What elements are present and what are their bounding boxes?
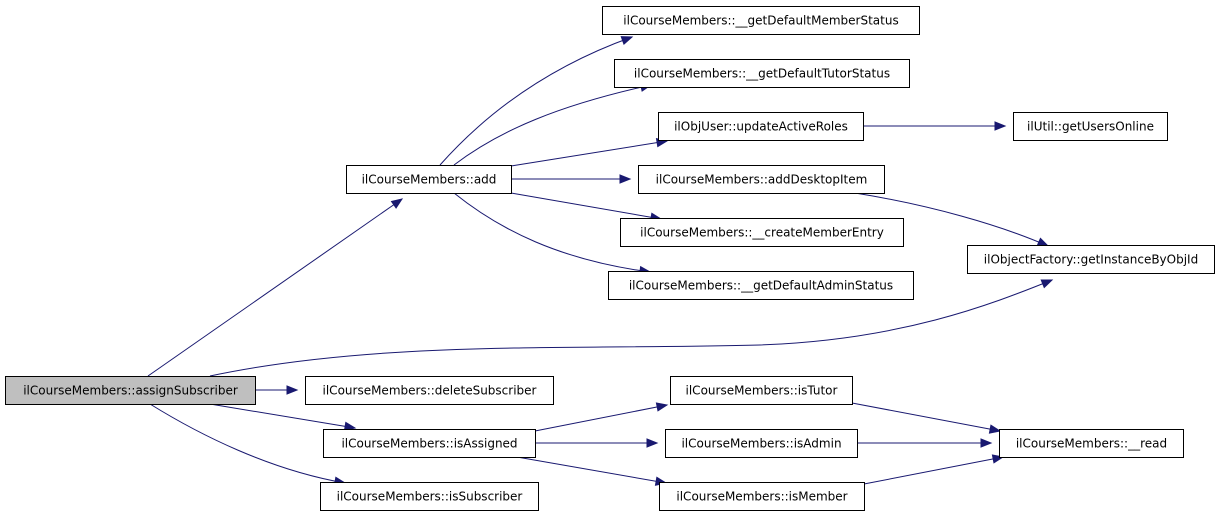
node-label: ilCourseMembers::__createMemberEntry bbox=[640, 226, 884, 240]
node-updateActiveRoles[interactable]: ilObjUser::updateActiveRoles bbox=[658, 112, 864, 141]
edge-isTutor-to-read bbox=[851, 402, 1002, 434]
node-label: ilCourseMembers::__getDefaultMemberStatu… bbox=[623, 14, 898, 28]
node-box bbox=[305, 376, 554, 405]
node-isMember[interactable]: ilCourseMembers::isMember bbox=[659, 482, 865, 511]
node-box bbox=[323, 429, 536, 458]
node-label: ilCourseMembers::assignSubscriber bbox=[23, 384, 238, 398]
edge-line bbox=[147, 198, 403, 377]
node-label: ilCourseMembers::isTutor bbox=[686, 384, 838, 398]
arrowhead-icon bbox=[980, 438, 993, 448]
node-box bbox=[620, 218, 904, 247]
node-deleteSubscriber[interactable]: ilCourseMembers::deleteSubscriber bbox=[305, 376, 554, 405]
edge-assignSubscriber-to-isSubscriber bbox=[149, 403, 347, 486]
edge-line bbox=[534, 404, 668, 432]
node-label: ilCourseMembers::isMember bbox=[676, 490, 847, 504]
edge-isAssigned-to-isAdmin bbox=[535, 438, 659, 448]
edge-line bbox=[149, 403, 346, 484]
edge-assignSubscriber-to-isAssigned bbox=[209, 403, 357, 431]
node-getUsersOnline[interactable]: ilUtil::getUsersOnline bbox=[1013, 112, 1168, 141]
node-isSubscriber[interactable]: ilCourseMembers::isSubscriber bbox=[320, 482, 539, 511]
edge-add-to-createMemberEntry bbox=[510, 192, 663, 222]
node-getDefaultAdminStatus[interactable]: ilCourseMembers::__getDefaultAdminStatus bbox=[608, 271, 914, 300]
edge-line bbox=[854, 192, 1049, 247]
edge-line bbox=[851, 402, 1001, 432]
edge-line bbox=[516, 456, 667, 484]
node-isAdmin[interactable]: ilCourseMembers::isAdmin bbox=[665, 429, 858, 458]
edge-line bbox=[209, 279, 1053, 377]
node-box bbox=[999, 429, 1184, 458]
node-label: ilCourseMembers::isSubscriber bbox=[337, 490, 523, 504]
edge-isAssigned-to-isTutor bbox=[534, 402, 669, 432]
node-label: ilCourseMembers::__getDefaultTutorStatus bbox=[634, 67, 890, 81]
call-edges bbox=[147, 36, 1054, 486]
node-label: ilCourseMembers::isAdmin bbox=[681, 437, 841, 451]
edge-line bbox=[510, 192, 662, 220]
node-getDefaultTutorStatus[interactable]: ilCourseMembers::__getDefaultTutorStatus bbox=[614, 59, 910, 88]
node-label: ilCourseMembers::addDesktopItem bbox=[656, 173, 868, 187]
arrowhead-icon bbox=[994, 121, 1007, 131]
edge-assignSubscriber-to-add bbox=[147, 198, 404, 377]
node-box bbox=[608, 271, 914, 300]
node-getInstanceByObjId[interactable]: ilObjectFactory::getInstanceByObjId bbox=[967, 245, 1215, 274]
node-assignSubscriber[interactable]: ilCourseMembers::assignSubscriber bbox=[5, 376, 256, 405]
edge-line bbox=[863, 456, 1004, 485]
node-box bbox=[346, 165, 512, 194]
node-box bbox=[320, 482, 539, 511]
edge-assignSubscriber-to-getInstanceByObjId bbox=[209, 279, 1054, 377]
edge-assignSubscriber-to-deleteSubscriber bbox=[255, 385, 299, 395]
edge-line bbox=[453, 192, 651, 273]
edge-isAssigned-to-isMember bbox=[516, 456, 668, 486]
arrowhead-icon bbox=[619, 174, 632, 184]
edge-updateActiveRoles-to-getUsersOnline bbox=[863, 121, 1007, 131]
node-getDefaultMemberStatus[interactable]: ilCourseMembers::__getDefaultMemberStatu… bbox=[602, 6, 920, 35]
edge-line bbox=[209, 403, 356, 429]
node-box bbox=[638, 165, 885, 194]
node-box bbox=[1013, 112, 1168, 141]
arrowhead-icon bbox=[1040, 279, 1054, 289]
node-box bbox=[658, 112, 864, 141]
edge-line bbox=[439, 36, 633, 166]
edge-add-to-updateActiveRoles bbox=[510, 137, 669, 167]
node-box bbox=[602, 6, 920, 35]
node-label: ilUtil::getUsersOnline bbox=[1027, 120, 1154, 134]
edge-isMember-to-read bbox=[863, 454, 1005, 485]
edge-add-to-getDefaultMemberStatus bbox=[439, 36, 634, 166]
node-box bbox=[670, 376, 853, 405]
node-label: ilCourseMembers::add bbox=[362, 173, 497, 187]
edge-add-to-addDesktopItem bbox=[511, 174, 632, 184]
node-box bbox=[614, 59, 910, 88]
node-isAssigned[interactable]: ilCourseMembers::isAssigned bbox=[323, 429, 536, 458]
node-box bbox=[967, 245, 1215, 274]
node-label: ilCourseMembers::isAssigned bbox=[341, 437, 517, 451]
arrowhead-icon bbox=[286, 385, 299, 395]
edge-line bbox=[510, 140, 668, 167]
arrowhead-icon bbox=[646, 438, 659, 448]
arrowhead-icon bbox=[390, 198, 404, 209]
node-createMemberEntry[interactable]: ilCourseMembers::__createMemberEntry bbox=[620, 218, 904, 247]
node-box bbox=[665, 429, 858, 458]
node-isTutor[interactable]: ilCourseMembers::isTutor bbox=[670, 376, 853, 405]
node-box bbox=[5, 376, 256, 405]
call-nodes: ilCourseMembers::assignSubscriberilCours… bbox=[5, 6, 1215, 511]
arrowhead-icon bbox=[1036, 237, 1050, 247]
node-label: ilObjUser::updateActiveRoles bbox=[674, 120, 848, 134]
node-read[interactable]: ilCourseMembers::__read bbox=[999, 429, 1184, 458]
node-label: ilCourseMembers::__read bbox=[1016, 437, 1167, 451]
edge-isAdmin-to-read bbox=[857, 438, 993, 448]
edge-line bbox=[453, 84, 652, 166]
node-box bbox=[659, 482, 865, 511]
node-label: ilCourseMembers::deleteSubscriber bbox=[323, 384, 537, 398]
edge-add-to-getDefaultTutorStatus bbox=[453, 82, 653, 166]
arrowhead-icon bbox=[988, 424, 1002, 434]
arrowhead-icon bbox=[655, 402, 669, 412]
arrowhead-icon bbox=[620, 36, 634, 46]
node-addDesktopItem[interactable]: ilCourseMembers::addDesktopItem bbox=[638, 165, 885, 194]
node-label: ilObjectFactory::getInstanceByObjId bbox=[984, 253, 1198, 267]
node-label: ilCourseMembers::__getDefaultAdminStatus bbox=[629, 279, 893, 293]
node-add[interactable]: ilCourseMembers::add bbox=[346, 165, 512, 194]
